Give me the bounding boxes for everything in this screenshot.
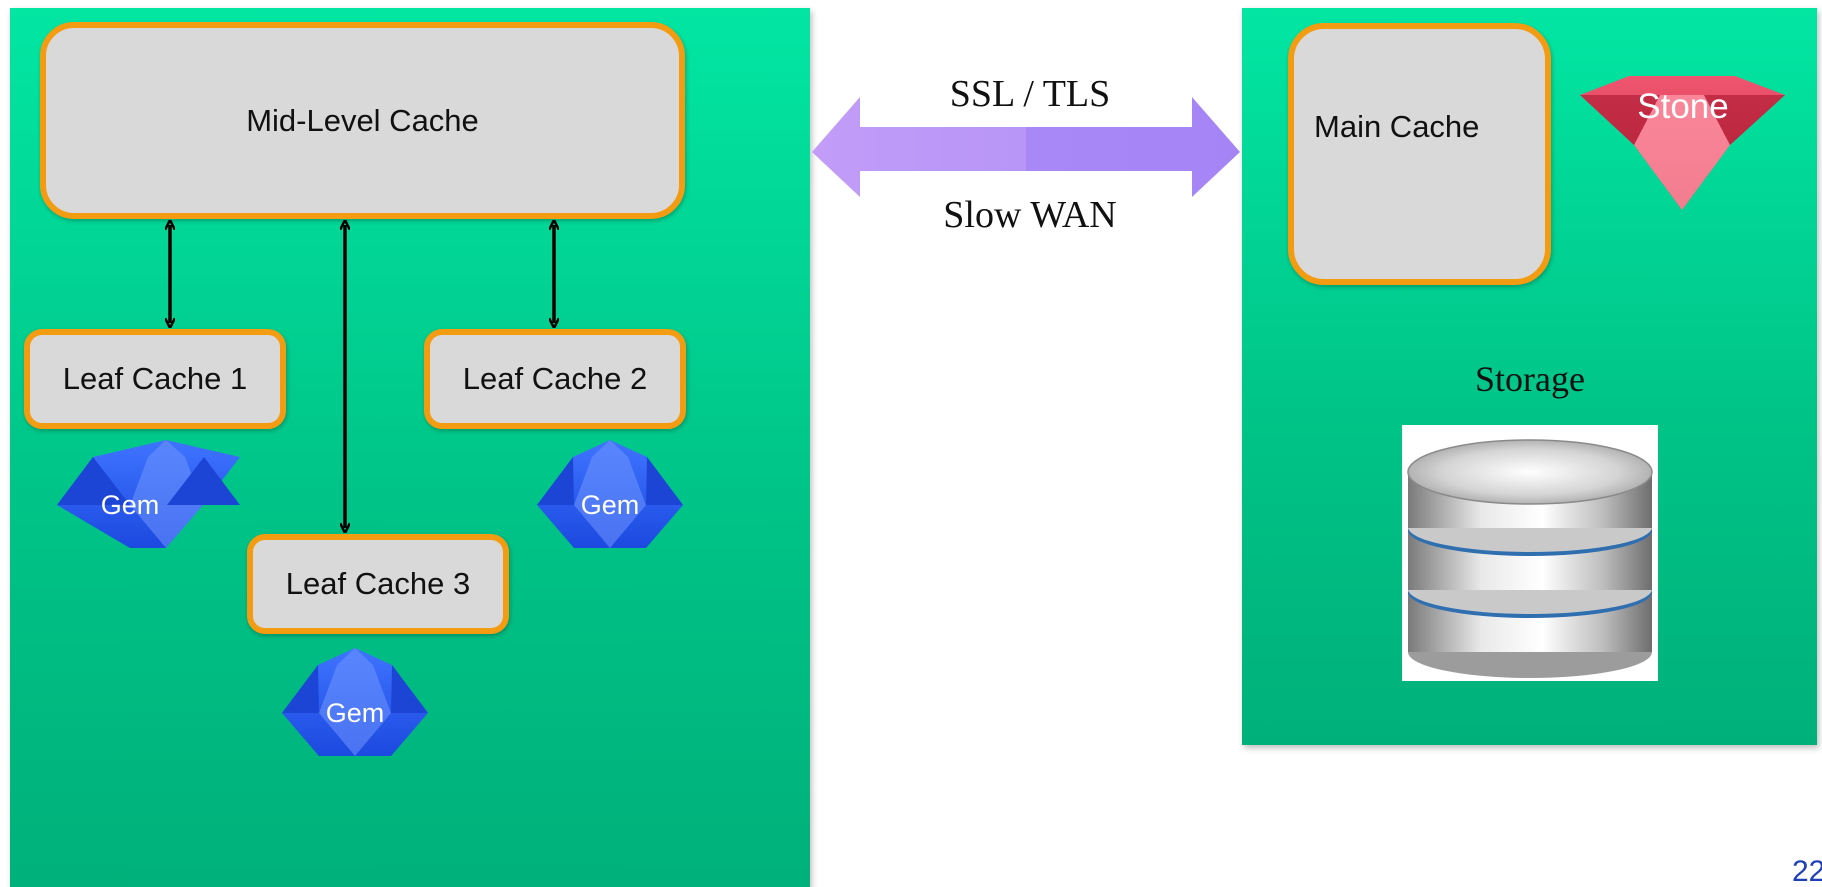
gem-1-label: Gem xyxy=(100,490,160,520)
leaf-cache-1-label: Leaf Cache 1 xyxy=(62,361,248,396)
gem-icon xyxy=(57,440,240,548)
mid-level-cache-node: Mid-Level Cache xyxy=(40,22,685,219)
database-icon xyxy=(1402,425,1658,681)
main-cache-label: Main Cache xyxy=(1314,109,1480,144)
wan-protocol-label: SSL / TLS xyxy=(949,73,1111,115)
leaf-cache-3-node: Leaf Cache 3 xyxy=(247,534,509,634)
gem-icon xyxy=(282,648,428,756)
leaf-cache-3-label: Leaf Cache 3 xyxy=(285,566,471,601)
leaf-cache-1-node: Leaf Cache 1 xyxy=(24,329,286,429)
leaf-cache-2-label: Leaf Cache 2 xyxy=(462,361,648,396)
page-number: 22 xyxy=(1792,855,1822,887)
stone-icon xyxy=(1580,76,1785,210)
wan-double-arrow xyxy=(812,97,1240,197)
gem-2-label: Gem xyxy=(580,490,640,520)
gem-3-label: Gem xyxy=(325,698,385,728)
mid-level-cache-label: Mid-Level Cache xyxy=(246,102,479,138)
main-cache-node: Main Cache xyxy=(1288,23,1551,285)
stone-label: Stone xyxy=(1637,87,1729,126)
storage-label: Storage xyxy=(1475,359,1585,399)
leaf-cache-2-node: Leaf Cache 2 xyxy=(424,329,686,429)
wan-speed-label: Slow WAN xyxy=(943,194,1117,236)
gem-icon xyxy=(537,440,683,548)
